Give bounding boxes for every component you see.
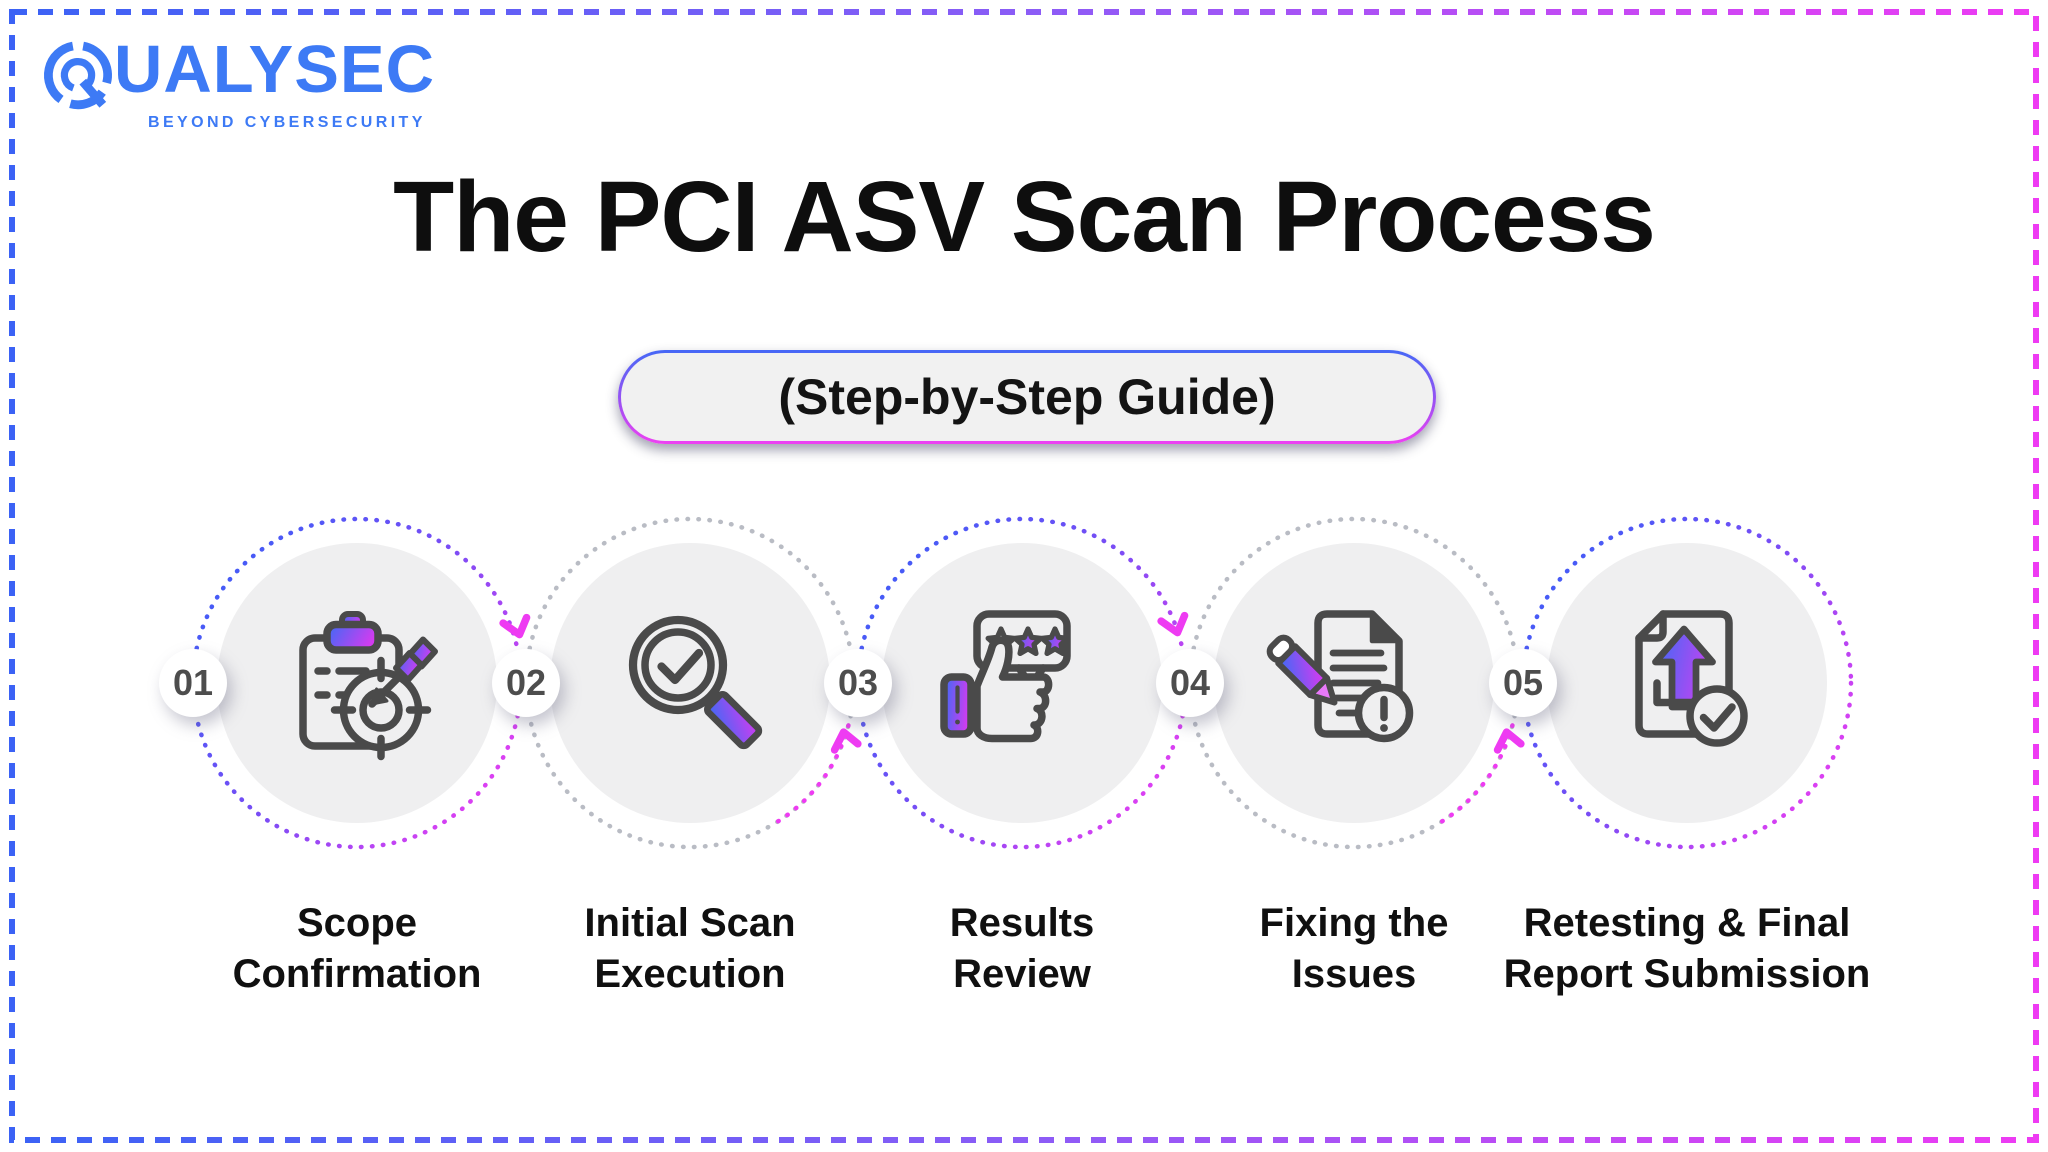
subtitle-pill: (Step-by-Step Guide) <box>618 350 1436 444</box>
step-5-number-badge: 05 <box>1489 649 1557 717</box>
step-4-number-badge: 04 <box>1156 649 1224 717</box>
document-pencil-alert-icon <box>1266 610 1414 743</box>
qualysec-logo: UALYSEC BEYOND CYBERSECURITY <box>38 30 498 140</box>
step-1-label: Scope Confirmation <box>232 901 482 996</box>
step-number: 03 <box>837 662 879 703</box>
thumbs-up-rating-icon <box>940 610 1071 743</box>
brand-tagline: BEYOND CYBERSECURITY <box>148 114 426 131</box>
flow-arrow-down-1-2-icon <box>499 613 531 639</box>
step-number: 05 <box>1502 662 1544 703</box>
step-2-circle <box>550 543 830 823</box>
step-5-label: Retesting & Final Report Submission <box>1503 901 1871 996</box>
step-2: 02 <box>492 515 858 851</box>
qualysec-q-icon <box>44 41 112 110</box>
flow-arrow-up-4-5-icon <box>1493 728 1525 754</box>
clipboard-target-icon <box>299 611 438 761</box>
step-3-label: Results Review <box>949 901 1095 996</box>
step-4: 04 <box>1156 515 1522 851</box>
step-5: 05 <box>1489 515 1855 851</box>
step-number: 02 <box>505 662 547 703</box>
flow-arrow-down-3-4-icon <box>1157 611 1189 637</box>
step-3: 03 <box>824 515 1190 851</box>
step-2-label: Initial Scan Execution <box>584 901 796 996</box>
step-2-number-badge: 02 <box>492 649 560 717</box>
magnifier-check-icon <box>628 615 763 750</box>
page-title: The PCI ASV Scan Process <box>393 161 1656 273</box>
brand-wordmark: UALYSEC <box>114 32 435 107</box>
document-upload-check-icon <box>1635 610 1748 747</box>
step-number: 04 <box>1169 662 1211 703</box>
step-1-number-badge: 01 <box>159 649 227 717</box>
subtitle-text: (Step-by-Step Guide) <box>621 353 1433 441</box>
step-1: 01 <box>159 515 525 851</box>
step-4-label: Fixing the Issues <box>1259 901 1449 996</box>
step-number: 01 <box>172 662 214 703</box>
flow-arrow-up-2-3-icon <box>830 728 862 754</box>
step-3-number-badge: 03 <box>824 649 892 717</box>
